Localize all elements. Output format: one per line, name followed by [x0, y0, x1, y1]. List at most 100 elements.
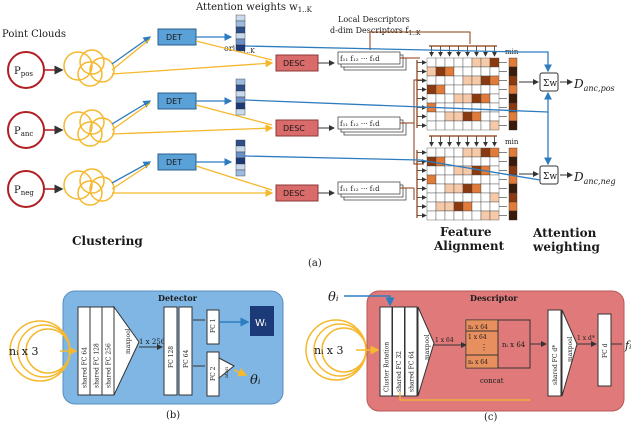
feature-text: f₁₁ f₁₂ ··· f₁d: [340, 185, 380, 193]
descriptor-maxpool-label: maxpool: [424, 334, 431, 360]
sum-node-pos: [539, 72, 559, 92]
grid-bottom: nᵢ x 64: [468, 359, 488, 366]
descriptor-fc-d: [597, 313, 612, 387]
descriptor-fc-d-label: FC d: [602, 343, 609, 358]
matrix-cell: [462, 66, 473, 77]
matrix-cell: [462, 120, 473, 131]
matrix-cell: [453, 111, 464, 122]
detector-maxpool: [113, 305, 140, 396]
matrix-cell: [435, 165, 446, 176]
caption-a: (a): [308, 258, 322, 269]
alignment-matrix: min: [416, 135, 519, 221]
matrix-cell: [426, 57, 437, 68]
min-cell: [508, 201, 518, 212]
detector-fc1-label: FC 1: [210, 319, 217, 333]
descriptor-output-f: fᵢ: [624, 339, 631, 352]
matrix-cell: [462, 93, 473, 104]
matrix-cell: [426, 147, 437, 158]
grid-top-left: nᵢ x 64: [468, 324, 488, 331]
matrix-cell: [480, 66, 491, 77]
detector-atan: [218, 357, 235, 380]
min-cell: [508, 57, 518, 68]
attention-cell: [235, 151, 246, 159]
matrix-cell: [480, 84, 491, 95]
attention-weighting-line2: weighting: [532, 240, 600, 254]
descriptor-maxpool: [417, 306, 435, 397]
descriptor-maxpool-2: [561, 309, 578, 397]
matrix-cell: [444, 84, 455, 95]
descriptor-theta-input: θᵢ: [328, 290, 339, 305]
matrix-cell: [480, 120, 491, 131]
sum-label-neg: Σw: [543, 172, 557, 182]
detector-atan-label: atan: [224, 366, 230, 378]
matrix-cell: [471, 66, 482, 77]
matrix-cell: [426, 201, 437, 212]
matrix-cell: [462, 174, 473, 185]
attention-cell: [235, 102, 246, 110]
min-cell: [508, 192, 518, 203]
matrix-cell: [435, 93, 446, 104]
matrix-cell: [453, 102, 464, 113]
min-cell: [508, 183, 518, 194]
matrix-cell: [444, 57, 455, 68]
matrix-cell: [480, 57, 491, 68]
matrix-cell: [444, 93, 455, 104]
matrix-cell: [471, 147, 482, 158]
descriptor-layers-2: shared FC d*: [547, 309, 562, 397]
det-label: DET: [166, 33, 182, 42]
matrix-cell: [435, 156, 446, 167]
matrix-cell: [471, 84, 482, 95]
matrix-cell: [453, 147, 464, 158]
matrix-cell: [444, 210, 455, 221]
desc-label: DESC: [283, 124, 305, 133]
matrix-cell: [426, 174, 437, 185]
matrix-cell: [471, 201, 482, 212]
matrix-cell: [426, 75, 437, 86]
descriptor-maxpool-2-label: maxpool: [567, 336, 574, 362]
detector-layer-label: shared FC 64: [82, 347, 89, 388]
matrix-cell: [453, 120, 464, 131]
detector-fc1: [206, 309, 220, 345]
matrix-cell: [453, 192, 464, 203]
matrix-cell: [435, 147, 446, 158]
matrix-cell: [435, 183, 446, 194]
matrix-cell: [462, 84, 473, 95]
matrix-cell: [489, 66, 500, 77]
matrix-cell: [489, 174, 500, 185]
descriptor-layer2-0: [547, 309, 562, 397]
matrix-cell: [462, 75, 473, 86]
attention-cell: [235, 78, 246, 86]
attention-cell: [235, 14, 246, 22]
matrix-cell: [462, 183, 473, 194]
input-label-pos: Ppos: [14, 66, 33, 78]
matrix-cell: [489, 183, 500, 194]
matrix-cell: [435, 66, 446, 77]
matrix-cell: [471, 183, 482, 194]
matrix-cell: [435, 174, 446, 185]
min-cell: [508, 75, 518, 86]
cluster-circle: [89, 117, 115, 143]
matrix-cell: [462, 210, 473, 221]
matrix-cell: [471, 156, 482, 167]
matrix-cell: [471, 210, 482, 221]
matrix-cell: [489, 120, 500, 131]
matrix-cell: [462, 102, 473, 113]
detector-maxpool-label: maxpool: [125, 328, 132, 354]
attention-cell: [235, 157, 246, 165]
detector-output-w-label: Wᵢ: [255, 318, 267, 329]
matrix-cell: [426, 84, 437, 95]
point-clouds-label: Point Clouds: [2, 29, 66, 40]
sum-node-neg: [539, 165, 559, 185]
caption-c: (c): [484, 412, 498, 423]
matrix-cell: [444, 183, 455, 194]
output-d-anc-pos: Danc,pos: [573, 77, 615, 93]
matrix-cell: [480, 183, 491, 194]
attention-cell: [235, 145, 246, 153]
attention-cell: [235, 96, 246, 104]
